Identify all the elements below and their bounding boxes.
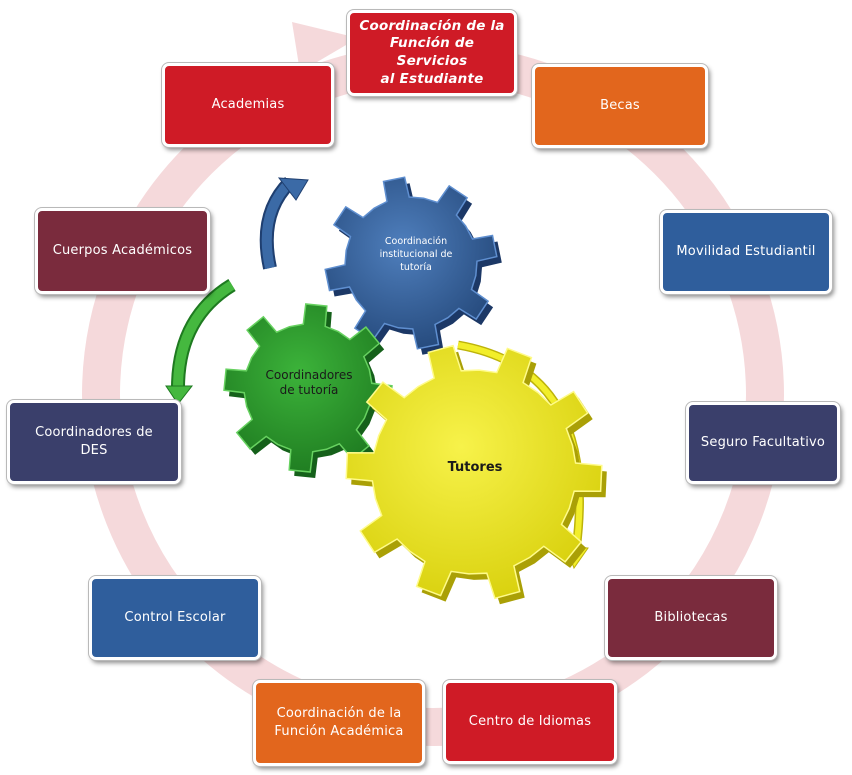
gear-institucional [324, 176, 498, 350]
blue-arrowhead [277, 177, 309, 201]
gear-coordinadores [223, 303, 393, 473]
academias-box[interactable]: Academias [162, 63, 334, 147]
gear-tutores [345, 344, 603, 600]
servicios-estudiante-box[interactable]: Coordinación de la Función de Servicios … [347, 10, 517, 96]
green-curved-arrow-shaft [173, 280, 235, 389]
green-arrowhead [165, 385, 194, 405]
coordinadores-des-box[interactable]: Coordinadores de DES [7, 400, 181, 484]
centro-idiomas-box[interactable]: Centro de Idiomas [443, 680, 617, 764]
bibliotecas-box[interactable]: Bibliotecas [605, 576, 777, 660]
control-escolar-box[interactable]: Control Escolar [89, 576, 261, 660]
cuerpos-academicos-box[interactable]: Cuerpos Académicos [35, 208, 210, 294]
movilidad-estudiantil-box[interactable]: Movilidad Estudiantil [660, 210, 832, 294]
seguro-facultativo-box[interactable]: Seguro Facultativo [686, 402, 840, 484]
becas-box[interactable]: Becas [532, 64, 708, 148]
funcion-academica-box[interactable]: Coordinación de la Función Académica [253, 680, 425, 766]
blue-curved-arrow-shaft [261, 178, 294, 270]
cycle-arrowhead [292, 22, 358, 72]
